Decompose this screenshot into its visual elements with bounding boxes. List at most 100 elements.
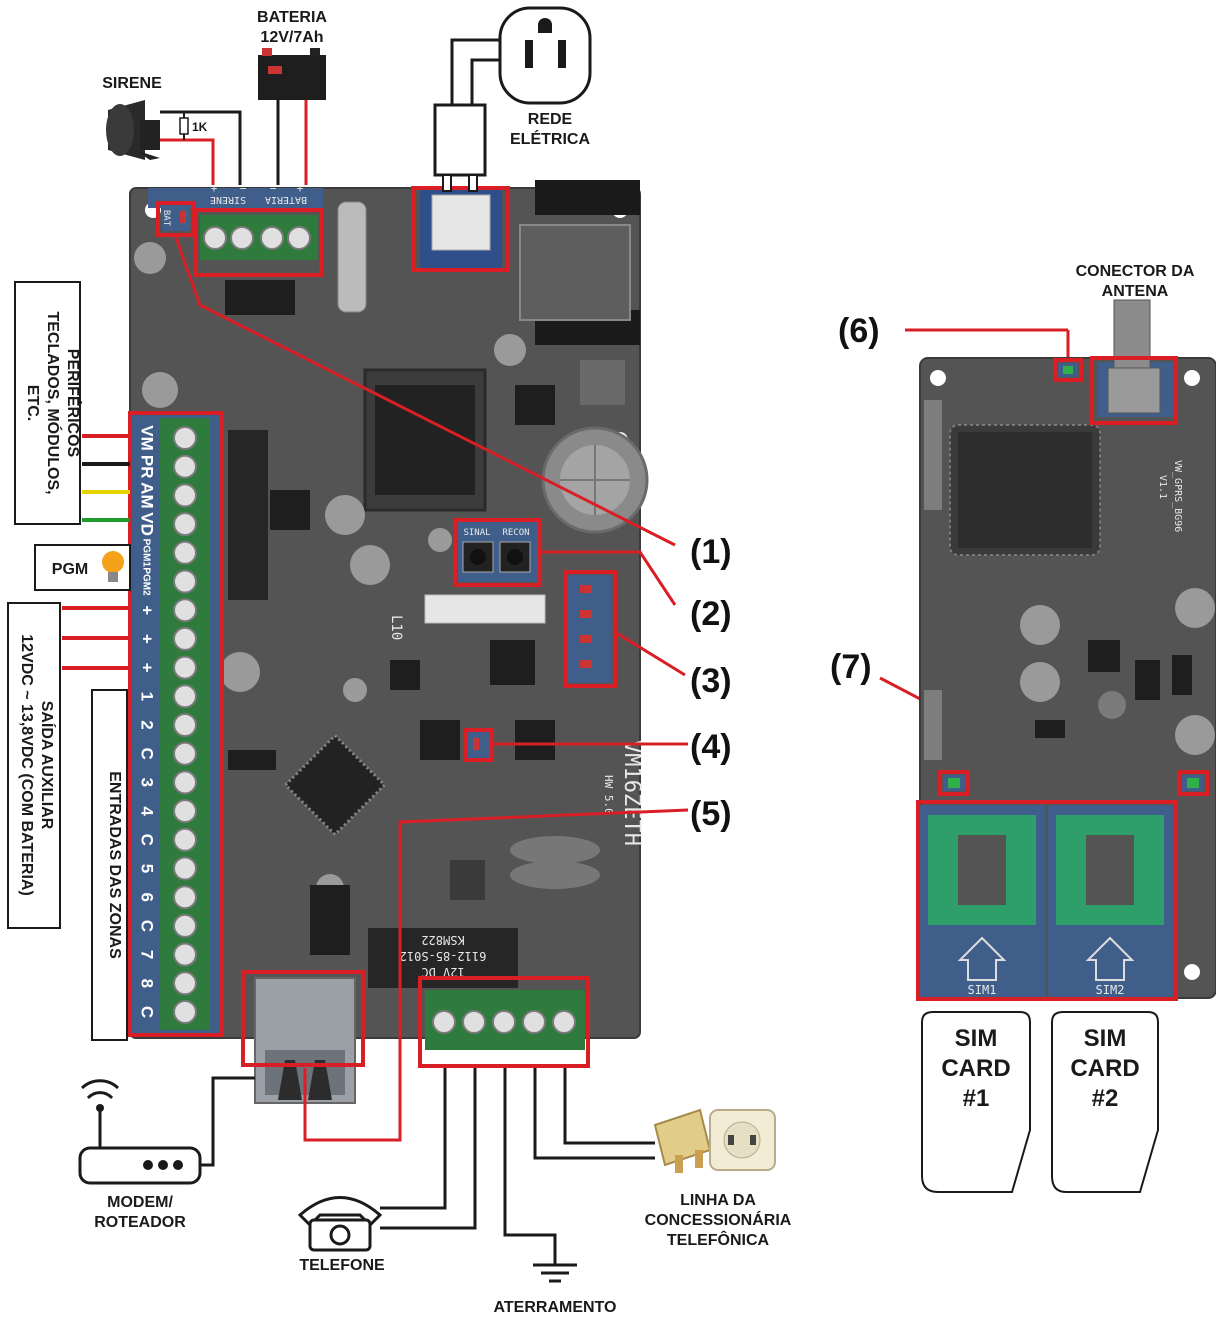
gprs-ver-silk: V1.1 bbox=[1157, 475, 1168, 499]
linha-label-1: LINHA DA bbox=[680, 1192, 756, 1209]
lamp-icon bbox=[102, 551, 124, 582]
modem-label-1: MODEM/ bbox=[107, 1194, 173, 1211]
battery-icon bbox=[258, 48, 326, 100]
saida-label-2: 12VDC ~ 13,8VDC (COM BATERIA) bbox=[18, 634, 35, 896]
highlight-boxes bbox=[128, 186, 617, 1068]
sirene-plus: + bbox=[211, 182, 218, 195]
callout-1: (1) bbox=[690, 533, 732, 571]
terminal-screw bbox=[173, 741, 197, 766]
ethernet-jack bbox=[254, 977, 356, 1104]
sim-card-1: SIM CARD #1 bbox=[921, 1011, 1031, 1193]
bateria-minus: − bbox=[270, 182, 277, 195]
bat-led: BAT bbox=[161, 205, 190, 231]
terminal-label: C bbox=[138, 1006, 157, 1018]
terminal-screw bbox=[173, 569, 197, 594]
relay-text-2: 6112-85-S012 bbox=[400, 949, 487, 963]
terra-label: TERRA bbox=[493, 1058, 517, 1065]
outlet-icon bbox=[498, 6, 592, 105]
siren-icon bbox=[106, 100, 160, 160]
model-silk: VM16ZETH bbox=[619, 740, 644, 846]
terminal-screw bbox=[173, 512, 197, 537]
resistor-label: 1K bbox=[192, 120, 208, 134]
buttons-block: SINAL RECON bbox=[458, 522, 538, 582]
sim1-label-3: #1 bbox=[963, 1085, 990, 1112]
terminal-screw bbox=[173, 942, 197, 967]
callout-3: (3) bbox=[690, 662, 732, 700]
recon-silk: RECON bbox=[502, 528, 529, 538]
callout-lines bbox=[173, 234, 1076, 1142]
hw-silk: HW 5.0 bbox=[602, 775, 615, 815]
fon1-label: FON1 bbox=[430, 1054, 459, 1066]
eletrica-label: ELÉTRICA bbox=[510, 129, 590, 148]
phone-socket-icon bbox=[709, 1109, 776, 1171]
terminal-screw bbox=[173, 827, 197, 852]
sim2-label-2: CARD bbox=[1070, 1055, 1139, 1082]
terminal-label: C bbox=[138, 834, 157, 846]
relay-text-1: 12V DC bbox=[421, 965, 464, 979]
terminal-screw bbox=[173, 483, 197, 508]
terminal-screw bbox=[173, 626, 197, 651]
phone-plug-icon bbox=[653, 1108, 712, 1173]
terminal-label: 2 bbox=[138, 720, 157, 729]
terminal-label: + bbox=[138, 634, 157, 644]
sim2-silk: SIM2 bbox=[1096, 983, 1125, 997]
lin1-label: LIN1 bbox=[522, 1054, 546, 1066]
callout-4: (4) bbox=[690, 728, 732, 766]
gprs-name-silk: VW_GPRS_BG96 bbox=[1172, 460, 1183, 532]
bateria-silk: BATERIA bbox=[265, 194, 307, 205]
terminal-screw bbox=[173, 540, 197, 565]
modem-label-2: ROTEADOR bbox=[94, 1214, 186, 1231]
sirene-minus: − bbox=[240, 182, 247, 195]
saida-label-1: SAÍDA AUXILIAR bbox=[38, 701, 57, 830]
terminal-screw bbox=[173, 713, 197, 737]
terminal-screw bbox=[173, 598, 197, 623]
terminal-label: C bbox=[138, 920, 157, 932]
terminal-screw bbox=[173, 971, 197, 996]
terminal-label: 6 bbox=[138, 892, 157, 901]
antena-label-1: CONECTOR DA bbox=[1076, 263, 1195, 280]
terminal-screw bbox=[173, 684, 197, 709]
sim-slot-1: SIM1 bbox=[920, 805, 1045, 997]
terminal-label: 5 bbox=[138, 864, 157, 873]
ac-connector bbox=[420, 188, 502, 268]
ground-icon bbox=[533, 1263, 577, 1283]
terminal-screw bbox=[173, 770, 197, 795]
sim-slot-2: SIM2 bbox=[1048, 805, 1173, 997]
pgm-label: PGM bbox=[52, 561, 88, 578]
router-icon bbox=[78, 1079, 202, 1185]
terminal-screw bbox=[173, 856, 197, 881]
sim1-label-1: SIM bbox=[955, 1025, 998, 1052]
terminal-label: + bbox=[138, 605, 157, 615]
phone-terminal-block: FON1 FON2 TERRA LIN1 LIN2 bbox=[425, 990, 585, 1066]
terminal-screw bbox=[173, 655, 197, 680]
sim1-silk: SIM1 bbox=[968, 983, 997, 997]
perifericos-label-3: ETC. bbox=[24, 385, 41, 421]
callout-6: (6) bbox=[838, 312, 880, 350]
l10-silk: L10 bbox=[388, 615, 404, 640]
sim1-label-2: CARD bbox=[941, 1055, 1010, 1082]
terminal-label: PGM1 bbox=[140, 539, 151, 568]
terminal-screw bbox=[173, 426, 197, 450]
terminal-label: C bbox=[138, 748, 157, 760]
saida-auxiliar-box bbox=[7, 602, 61, 929]
callout-2: (2) bbox=[690, 595, 732, 633]
telephone-icon bbox=[297, 1196, 383, 1252]
terminal-label: PGM2 bbox=[140, 567, 151, 596]
perifericos-label-2: TECLADOS, MÓDULOS, bbox=[44, 311, 63, 494]
sirene-label: SIRENE bbox=[102, 75, 162, 92]
sinal-silk: SINAL bbox=[463, 528, 490, 538]
linha-label-2: CONCESSIONÁRIA bbox=[645, 1210, 792, 1229]
terminal-screw bbox=[173, 799, 197, 824]
terminal-label: AM bbox=[138, 482, 157, 508]
aterramento-label: ATERRAMENTO bbox=[494, 1299, 617, 1316]
terminal-label: 3 bbox=[138, 778, 157, 787]
bateria-spec-label: 12V/7Ah bbox=[260, 29, 323, 46]
callout-7: (7) bbox=[830, 648, 872, 686]
antena-label-2: ANTENA bbox=[1102, 283, 1169, 300]
terminal-screw bbox=[173, 1000, 197, 1024]
terminal-label: PR bbox=[138, 455, 157, 479]
power-plug-icon bbox=[433, 103, 487, 192]
entradas-label: ENTRADAS DAS ZONAS bbox=[106, 771, 123, 959]
lin2-label: LIN2 bbox=[551, 1054, 575, 1066]
